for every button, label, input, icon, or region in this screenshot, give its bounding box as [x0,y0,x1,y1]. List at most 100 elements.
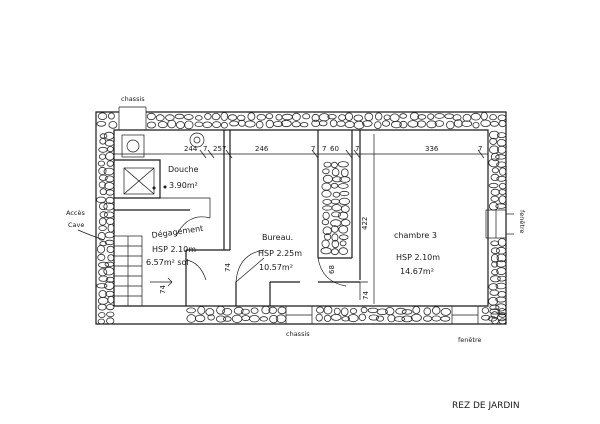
stone [104,139,115,147]
stone [146,121,156,129]
stone [336,120,346,127]
stone [490,240,500,247]
stone [401,315,413,323]
dim-74-bureau: 74 [224,263,232,272]
room-douche-area: 3.90m² [169,181,198,190]
stone [337,211,349,220]
room-degagement-hsp: HSP 2.10m [152,245,196,254]
stone [107,254,115,262]
stone [99,211,108,218]
exterior-walls [95,106,507,325]
stone [98,225,107,231]
stone [490,275,501,283]
stone [332,191,341,198]
stone [99,153,107,160]
stone [236,114,246,122]
dim-74-left: 74 [159,285,167,294]
stone [331,168,340,177]
stone [104,175,115,183]
label-fenetre-bottom: fenêtre [458,336,481,344]
stone [470,112,481,121]
stone [375,112,383,121]
stone [498,312,507,318]
stone [330,225,339,233]
stone [215,315,226,323]
stone [327,114,337,120]
stone [407,120,419,128]
stone [491,167,499,174]
room-chambre-name: chambre 3 [394,231,437,240]
stone [186,307,196,314]
stone [376,308,388,316]
dim-7e: 7 [478,145,482,153]
stone [211,113,221,121]
stone [103,211,115,219]
label-chassis-bottom: chassis [286,330,310,338]
stone [498,318,507,325]
stone [385,307,395,316]
room-chambre-area: 14.67m² [400,267,434,276]
dim-7d: 7 [355,145,359,153]
stone [423,307,432,316]
stone [220,121,228,129]
stone [329,119,338,128]
stone [330,182,339,189]
stone [291,121,301,128]
stone [240,308,250,315]
stone [410,313,422,322]
stone [489,289,500,296]
stone [490,247,500,255]
stone [497,308,507,316]
stone [360,306,368,314]
stone [105,303,115,311]
stone [103,267,115,276]
stone [105,152,115,161]
stone [216,305,226,315]
stone [344,112,353,121]
stone [98,217,107,226]
stone [106,311,115,318]
stone [268,306,278,314]
stone [472,121,480,129]
stone [338,225,349,234]
label-fenetre-right: fenêtre [518,210,526,233]
stone [244,120,256,128]
stone [338,197,350,206]
stone [186,314,197,323]
stone [322,226,332,236]
stone [498,195,507,204]
stone [364,112,374,122]
stone [490,152,500,162]
dim-68: 68 [328,265,336,274]
stone [323,305,333,315]
label-chassis-top: chassis [121,95,145,103]
stone [434,120,445,127]
top-dimension-line [114,149,488,159]
stone [412,305,421,314]
stone [367,307,379,314]
stone [489,120,499,127]
dim-244: 244 [184,145,198,153]
stone [497,275,507,282]
stone [227,114,238,121]
stone [489,130,500,140]
stone [496,161,507,168]
stone [452,114,462,121]
stone [202,121,213,129]
stone [97,253,106,261]
stone [331,204,342,212]
stone [174,113,185,120]
stone [322,174,333,183]
stone [330,198,340,205]
stone [337,161,349,168]
stone [340,307,349,317]
stone [99,202,108,211]
stone [353,114,364,122]
dim-246: 246 [255,145,269,153]
stone [434,113,445,119]
room-degagement-area: 6.57m² sol [146,258,189,267]
room-chambre-hsp: HSP 2.10m [396,253,440,262]
stone [275,114,283,121]
stone [98,275,109,282]
stone [480,111,488,121]
